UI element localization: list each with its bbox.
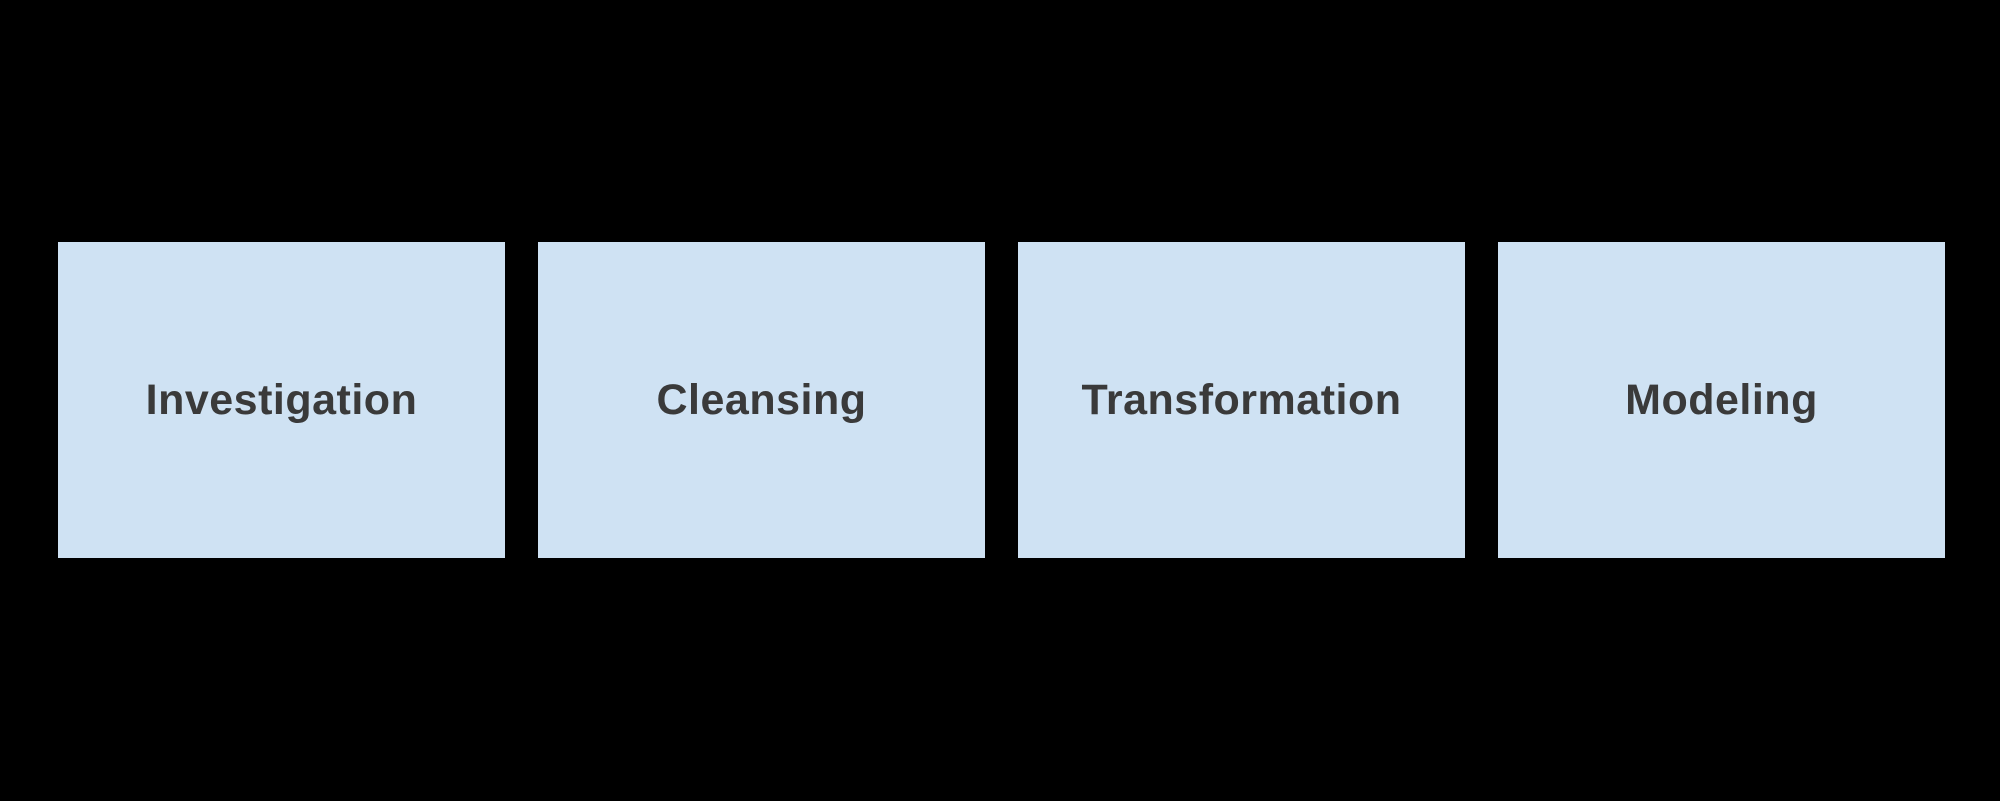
stage-box-transformation: Transformation [1018,242,1465,558]
stage-box-modeling: Modeling [1498,242,1945,558]
stage-row: Investigation Cleansing Transformation M… [58,242,1945,558]
stage-label-transformation: Transformation [1081,375,1402,424]
stage-box-investigation: Investigation [58,242,505,558]
stage-label-investigation: Investigation [145,375,418,424]
stage-label-modeling: Modeling [1625,375,1818,424]
stage-box-cleansing: Cleansing [538,242,985,558]
stage-label-cleansing: Cleansing [656,375,867,424]
